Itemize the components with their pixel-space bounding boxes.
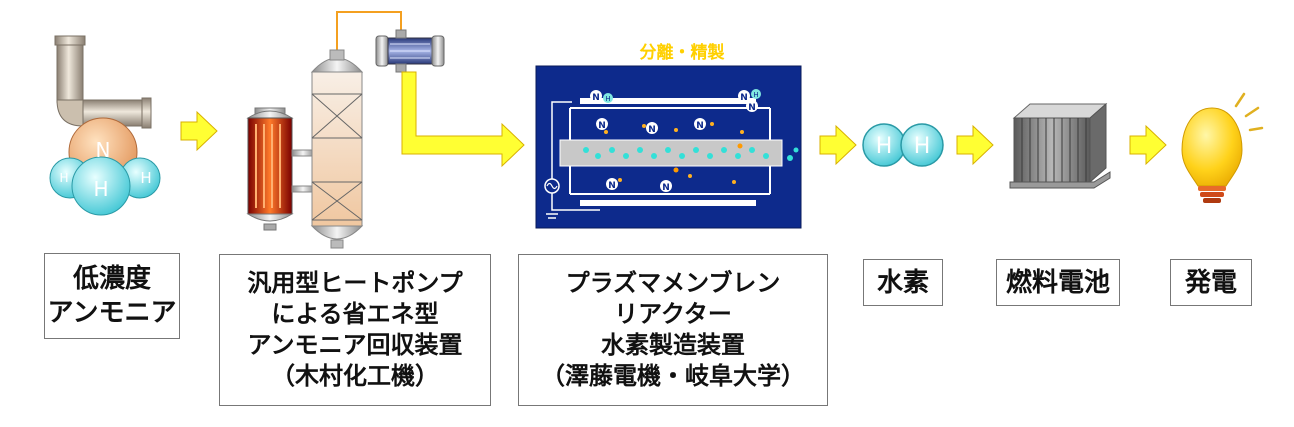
label-line: 発電: [1184, 267, 1237, 298]
atom-n-label: N: [748, 103, 756, 113]
flow-arrow: [1129, 124, 1167, 166]
label-box-hydrogen: 水素: [863, 259, 943, 306]
molecule-h-label: H: [59, 171, 68, 185]
heat-exchanger-icon: [375, 29, 445, 73]
atom-n-label: N: [740, 93, 748, 103]
molecule-h-label: H: [93, 177, 108, 201]
heater-column-icon: [246, 107, 315, 231]
label-line: アンモニア回収装置: [247, 331, 463, 359]
atom-n-label: N: [592, 93, 600, 103]
flow-arrow: [956, 124, 994, 166]
label-box-reactor: プラズマメンブレン リアクター 水素製造装置 （澤藤電機・岐阜大学）: [518, 254, 828, 406]
atom-n-label: N: [608, 181, 616, 191]
flow-arrow: [401, 71, 525, 168]
flow-arrow: [180, 110, 218, 152]
label-box-recovery: 汎用型ヒートポンプ による省エネ型 アンモニア回収装置 （木村化工機）: [219, 254, 491, 406]
label-line: （木村化工機）: [271, 362, 439, 390]
label-line: 燃料電池: [1005, 267, 1110, 298]
label-line: プラズマメンブレン: [565, 269, 781, 297]
molecule-n-label: N: [96, 138, 111, 162]
atom-n-label: N: [662, 183, 670, 193]
molecule-h-label: H: [876, 134, 893, 159]
light-bulb-icon: [1181, 92, 1264, 203]
reactor-panel-title: 分離・精製: [639, 43, 725, 63]
atom-n-label: N: [598, 121, 606, 131]
atom-h-label: H: [605, 95, 610, 103]
fuel-cell-icon: [1009, 102, 1111, 189]
label-line: 水素: [876, 267, 929, 298]
label-line: 低濃度: [72, 264, 151, 294]
atom-h-label: H: [753, 91, 758, 99]
hydrogen-molecule-icon: H H: [862, 123, 944, 167]
label-box-ammonia: 低濃度 アンモニア: [44, 253, 180, 339]
pipe-icon: [54, 35, 152, 129]
label-line: 水素製造装置: [601, 331, 745, 359]
label-line: （澤藤電機・岐阜大学）: [541, 362, 805, 390]
label-box-power: 発電: [1170, 259, 1252, 306]
flow-arrow: [819, 124, 857, 166]
plasma-membrane-reactor-panel: N N N N N N N N H H: [535, 65, 802, 229]
ammonia-molecule-icon: N H H H: [49, 117, 161, 216]
distillation-tower-icon: [310, 11, 405, 249]
molecule-h-label: H: [914, 134, 931, 159]
label-line: による省エネ型: [271, 300, 439, 328]
atom-n-label: N: [696, 121, 704, 131]
label-box-fuel-cell: 燃料電池: [996, 259, 1120, 306]
label-line: アンモニア: [47, 298, 177, 328]
molecule-h-label: H: [140, 169, 151, 187]
atom-n-label: N: [648, 125, 656, 135]
label-line: 汎用型ヒートポンプ: [247, 269, 463, 297]
label-line: リアクター: [614, 300, 732, 328]
